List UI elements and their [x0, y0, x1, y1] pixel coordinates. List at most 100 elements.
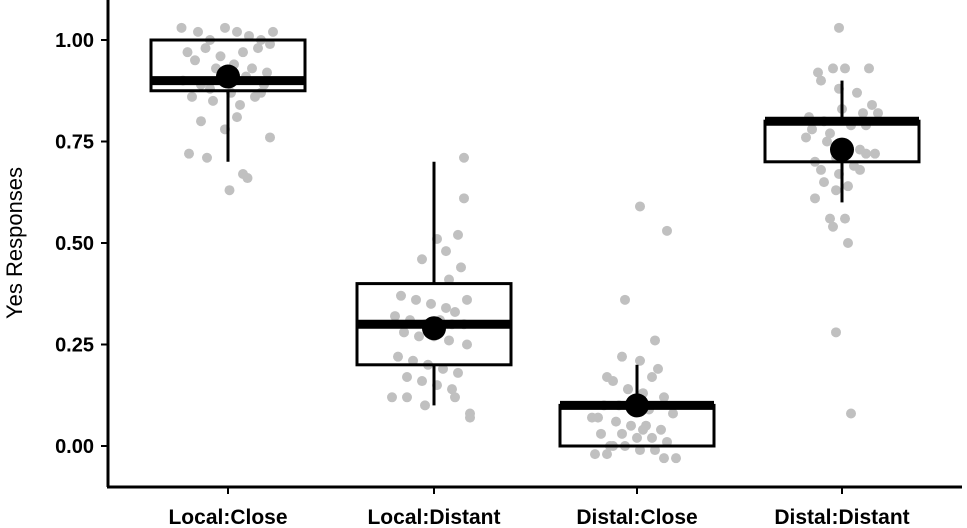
data-point: [265, 39, 275, 50]
data-point: [393, 351, 403, 362]
data-point: [822, 136, 832, 147]
data-point: [846, 408, 856, 419]
data-point: [617, 428, 627, 439]
data-point: [220, 22, 230, 33]
data-point: [462, 294, 472, 305]
y-tick-label: 0.50: [55, 233, 94, 255]
data-point: [662, 225, 672, 236]
data-point: [456, 262, 466, 273]
data-point: [831, 327, 841, 338]
data-point: [265, 132, 275, 143]
data-point: [459, 152, 469, 163]
data-point: [671, 453, 681, 464]
data-point: [816, 164, 826, 175]
data-point: [819, 177, 829, 188]
x-category-label: Local:Close: [168, 506, 287, 528]
data-point: [247, 63, 257, 74]
data-point: [184, 148, 194, 159]
data-point: [635, 201, 645, 212]
data-point: [193, 26, 203, 37]
data-point: [587, 412, 597, 423]
data-point: [855, 164, 865, 175]
data-point: [632, 432, 642, 443]
data-point: [215, 51, 226, 62]
x-category-label: Distal:Distant: [774, 506, 909, 528]
data-point: [825, 128, 835, 139]
x-category-label: Local:Distant: [367, 506, 500, 528]
data-point: [807, 124, 817, 135]
data-point: [420, 400, 430, 411]
data-point: [232, 112, 242, 123]
data-point: [411, 294, 421, 305]
data-point: [861, 148, 871, 159]
data-point: [596, 428, 606, 439]
data-point: [873, 108, 883, 119]
data-point: [858, 108, 868, 119]
data-point: [187, 91, 197, 102]
data-point: [417, 376, 427, 387]
data-point: [650, 335, 660, 346]
y-axis-title: Yes Responses: [2, 167, 27, 319]
data-point: [402, 371, 412, 382]
data-point: [843, 181, 853, 192]
data-point: [635, 355, 645, 366]
data-point: [450, 392, 460, 403]
y-tick-label: 0.00: [55, 436, 94, 458]
data-point: [465, 412, 475, 423]
data-point: [453, 229, 463, 240]
data-point: [617, 351, 627, 362]
data-point: [656, 424, 666, 435]
data-point: [840, 213, 850, 224]
data-point: [662, 436, 672, 447]
data-point: [408, 355, 418, 366]
data-point: [414, 331, 424, 342]
mean-marker: [422, 316, 446, 341]
data-point: [813, 67, 823, 78]
data-point: [441, 302, 451, 313]
data-point: [843, 238, 853, 248]
data-point: [852, 87, 862, 98]
box-distal-close: [558, 364, 716, 448]
data-point: [638, 424, 648, 435]
data-point: [268, 26, 278, 37]
data-point: [635, 445, 645, 456]
data-point: [441, 246, 451, 257]
data-point: [831, 185, 841, 196]
box-local-distant: [355, 161, 513, 406]
data-point: [590, 449, 600, 460]
data-point: [659, 392, 669, 403]
data-point: [870, 148, 880, 159]
data-point: [810, 193, 820, 204]
data-point: [626, 420, 636, 431]
data-point: [417, 254, 427, 265]
data-point: [202, 152, 212, 163]
data-point: [840, 63, 850, 74]
data-point: [650, 445, 660, 456]
data-point: [828, 221, 838, 232]
data-point: [390, 311, 400, 322]
data-point: [244, 30, 254, 41]
data-point: [653, 363, 663, 374]
data-point: [438, 363, 448, 374]
jitter-points-layer: [176, 22, 883, 464]
data-point: [647, 432, 657, 443]
boxes-layer: [149, 38, 921, 448]
data-point: [238, 47, 248, 58]
data-point: [232, 26, 242, 37]
data-point: [620, 294, 630, 305]
mean-marker: [830, 137, 854, 162]
data-point: [867, 99, 877, 110]
data-point: [196, 116, 206, 127]
box-local-close: [149, 38, 307, 162]
data-point: [623, 384, 633, 395]
data-point: [801, 132, 811, 143]
data-point: [208, 95, 218, 106]
x-category-label: Distal:Close: [576, 506, 697, 528]
data-point: [659, 453, 669, 464]
data-point: [453, 367, 463, 378]
y-tick-label: 0.75: [55, 132, 94, 154]
y-tick-label: 0.25: [55, 335, 94, 357]
mean-marker: [625, 393, 649, 418]
data-point: [602, 449, 612, 460]
